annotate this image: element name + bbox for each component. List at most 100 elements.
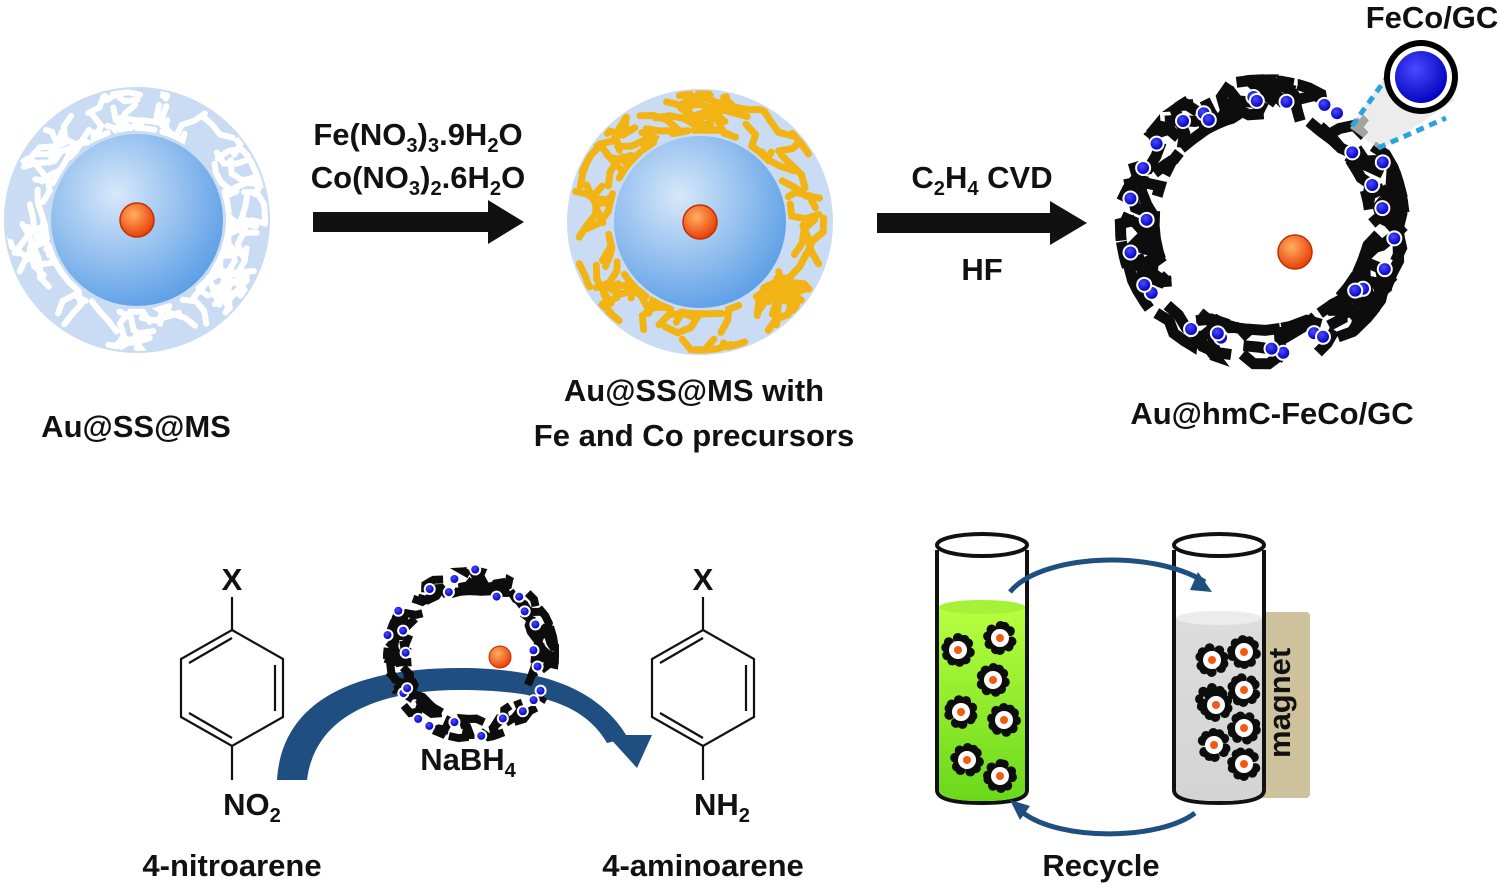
reaction-arrow-2 (877, 201, 1087, 245)
pore-texture-segment (222, 245, 250, 279)
pore-texture-segment (450, 576, 476, 598)
feco-nanoparticle (1137, 161, 1150, 174)
feco-nanoparticle (1378, 263, 1391, 276)
pore-texture-segment (1139, 242, 1165, 263)
feco-nanoparticle (1265, 342, 1278, 355)
label-hf: HF (961, 252, 1003, 287)
pore-texture-segment (199, 112, 236, 141)
pore-texture-segment (221, 188, 232, 214)
feco-nanoparticle (515, 592, 524, 601)
pore-texture-segment (693, 93, 730, 125)
pore-texture-segment (791, 138, 812, 158)
pore-texture-segment (34, 186, 49, 229)
pore-texture-segment (488, 718, 503, 741)
benzene-ring-nitroarene (179, 597, 285, 780)
feco-nanoparticle (520, 607, 529, 616)
feco-nanoparticle (1140, 213, 1153, 226)
pore-texture-segment (774, 250, 810, 287)
feco-nanoparticle (399, 626, 408, 635)
pore-texture-segment (33, 129, 65, 158)
pore-texture-segment (592, 258, 621, 292)
feco-nanoparticle (498, 714, 507, 723)
benzene-ring-aminoarene (650, 597, 756, 780)
reagent-cobalt-nitrate: Co(NO3)2.6H2O (310, 160, 526, 201)
pore-texture-segment (231, 136, 244, 158)
pore-texture-segment (1114, 214, 1137, 242)
feco-nanoparticle (1124, 192, 1137, 205)
feco-nanoparticle (403, 684, 412, 693)
pore-texture-segment (1143, 122, 1178, 143)
pore-texture-segment (55, 291, 89, 317)
pore-texture-segment (742, 120, 764, 156)
feco-nanoparticle (1376, 156, 1389, 169)
pore-texture-segment (764, 297, 796, 334)
pore-texture-segment (799, 221, 823, 268)
pore-texture-segment (652, 112, 699, 129)
feco-nanoparticle (425, 585, 434, 594)
pore-texture-segment (225, 221, 260, 236)
pore-texture-segment (626, 278, 652, 312)
feco-nanoparticle (529, 696, 538, 705)
pore-texture-segment (26, 201, 42, 246)
pore-texture-segment (614, 136, 658, 151)
feco-nanoparticle (1202, 113, 1215, 126)
pore-texture-segment (1335, 305, 1366, 343)
feco-nanoparticle (1277, 346, 1290, 359)
pore-texture-segment (603, 150, 628, 182)
pore-texture-segment (766, 283, 805, 304)
pore-texture-segment (575, 260, 594, 291)
label-recycle: Recycle (1042, 848, 1160, 883)
reagent-iron-nitrate: Fe(NO3)3.9H2O (313, 117, 523, 158)
feco-nanoparticle (518, 707, 527, 716)
feco-nanoparticle (444, 588, 453, 597)
pore-texture-segment (678, 309, 726, 318)
label-au-ss-ms: Au@SS@MS (41, 409, 231, 444)
test-tube-right (1172, 532, 1266, 806)
label-4-aminoarene: 4-aminoarene (602, 848, 804, 883)
pore-texture-segment (1282, 314, 1323, 338)
pore-texture-segment (52, 139, 91, 156)
pore-texture-segment (760, 107, 796, 140)
feco-nanoparticle (529, 646, 538, 655)
reaction-arrow-1 (313, 200, 524, 244)
label-4-nitroarene: 4-nitroarene (142, 848, 322, 883)
feco-nanoparticle (1250, 94, 1263, 107)
pore-texture-segment (602, 230, 616, 270)
pore-texture-segment (1358, 289, 1380, 324)
feco-nanoparticle (425, 721, 434, 730)
feco-nanoparticle (1346, 146, 1359, 159)
pore-texture-segment (234, 217, 250, 260)
label-magnet: magnet (1262, 647, 1297, 758)
pore-texture-segment (524, 590, 540, 608)
pore-texture-segment (717, 301, 743, 336)
pore-texture-segment (85, 93, 109, 117)
label-no2: NO2 (223, 787, 281, 828)
pore-texture-segment (221, 280, 234, 316)
feco-nanoparticle (1376, 202, 1389, 215)
feco-nanoparticle (1211, 327, 1224, 340)
label-x-right: X (692, 562, 714, 597)
pore-texture-segment (118, 328, 157, 350)
label-nabh4: NaBH4 (420, 742, 516, 783)
feco-nanoparticle (401, 648, 410, 657)
pore-texture-segment (1353, 230, 1383, 276)
feco-nanoparticle (1280, 95, 1293, 108)
pore-texture-segment (179, 296, 210, 327)
pore-texture-segment (420, 575, 444, 590)
feco-nanoparticle (394, 606, 403, 615)
catalyst-particle-in-tube (944, 695, 978, 729)
pore-texture-segment (227, 157, 258, 184)
catalyst-particle-in-tube (983, 759, 1017, 793)
catalyst-particle-in-tube (1199, 688, 1233, 722)
feco-nanoparticle (1177, 114, 1190, 127)
feco-nanoparticle (1331, 107, 1344, 120)
pore-texture-segment (523, 662, 539, 687)
feco-nanoparticle (533, 662, 542, 671)
pore-texture-segment (535, 605, 554, 629)
feco-nanoparticle (1366, 179, 1379, 192)
feco-nanoparticle (1124, 246, 1137, 259)
pore-texture-segment (755, 148, 775, 165)
recycle-arrow-bottom (1010, 800, 1197, 837)
pore-texture-segment (691, 340, 734, 354)
